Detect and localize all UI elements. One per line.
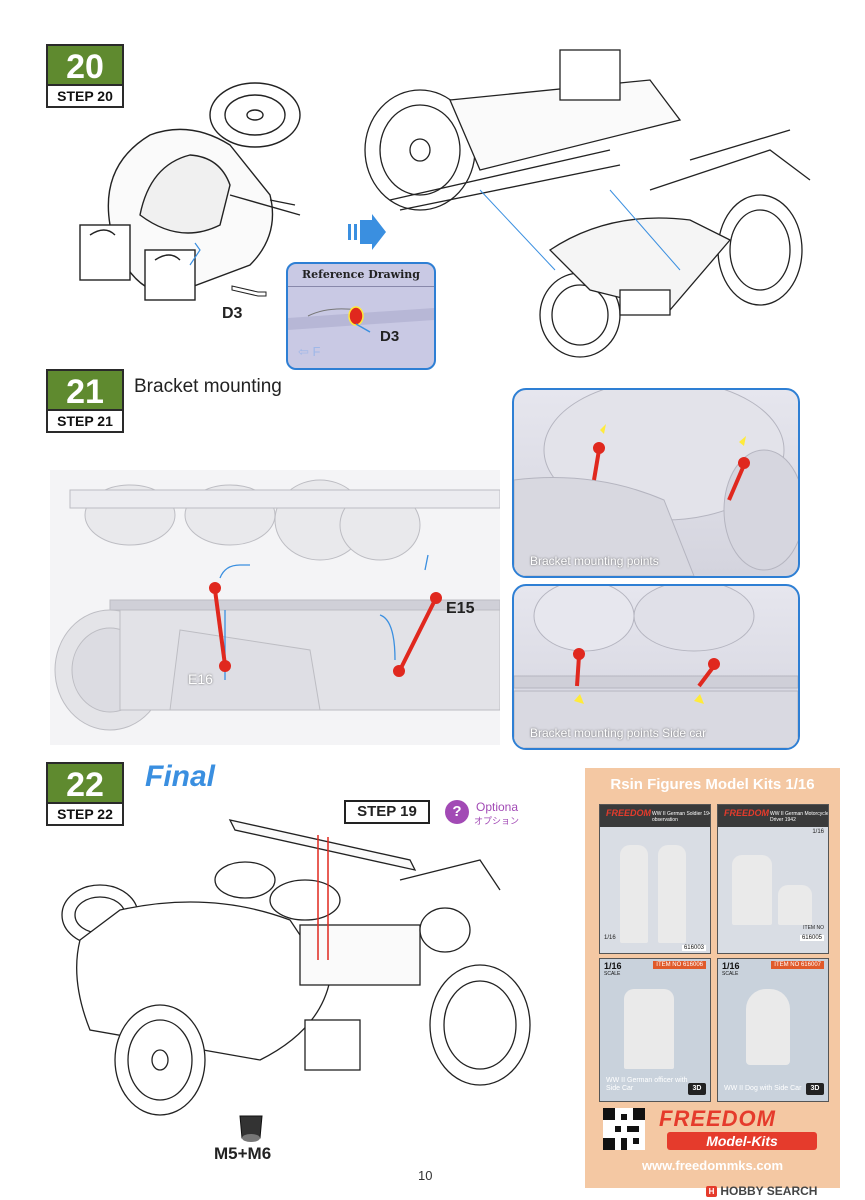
qr-code-icon (603, 1108, 645, 1150)
page-number: 10 (418, 1168, 433, 1183)
watermark: H HOBBY SEARCH (706, 1184, 817, 1198)
card-2-scale: 1/16 (812, 829, 824, 835)
card-2-item: ITEM NO (803, 925, 824, 931)
card-2-code: 616005 (799, 935, 824, 941)
bracket-photo-top: Bracket mounting points (512, 388, 800, 578)
step-21-label: STEP 21 (46, 411, 124, 433)
flow-arrow-icon (348, 214, 386, 250)
card-2-title: WW II German Motorcycle Driver 1942 (770, 811, 829, 823)
step-21-number: 21 (46, 369, 124, 411)
step-20-badge: 20 STEP 20 (46, 44, 124, 108)
bracket-photo-bottom: Bracket mounting points Side car (512, 584, 800, 750)
step-20-label: STEP 20 (46, 86, 124, 108)
card-1-code: 616003 (681, 945, 706, 951)
m5-m6-part-icon (239, 1115, 263, 1142)
step-22-number: 22 (46, 762, 124, 804)
watermark-text: HOBBY SEARCH (720, 1184, 818, 1198)
part-d3-pin (231, 285, 267, 297)
step-21-render (50, 470, 500, 745)
step-21-title: Bracket mounting (134, 376, 282, 397)
step-20-part-d3: D3 (222, 305, 243, 322)
card-1-logo: FREEDOM (606, 808, 651, 818)
watermark-logo-icon: H (706, 1186, 717, 1198)
step-22-badge: 22 STEP 22 (46, 762, 124, 826)
step-22-title: Final (145, 760, 216, 793)
bracket-photo-top-caption: Bracket mounting points (530, 554, 659, 568)
step-20-sidecar-drawing (79, 82, 301, 301)
reference-arrow: ⇦ F (298, 344, 321, 359)
card-1-scale: 1/16 (604, 935, 616, 941)
reference-drawing-box: Reference Drawing D3 ⇦ F (286, 262, 436, 370)
step-20-number: 20 (46, 44, 124, 86)
step-22-final-drawing (61, 819, 531, 1116)
advert-url: www.freedommks.com (641, 1158, 784, 1173)
card-3-3d-badge: 3D (688, 1083, 706, 1095)
step-19-reference-tag: STEP 19 (344, 800, 430, 824)
card-3-code: ITEM NO 616006 (653, 961, 706, 969)
option-question-icon: ? (445, 800, 469, 824)
advert-brand-top: FREEDOM (659, 1106, 776, 1131)
figures-advert: Rsin Figures Model Kits 1/16 FREEDOM WW … (585, 768, 840, 1188)
card-1-title: WW II German Soldier 1942 observation (652, 811, 711, 823)
step-21-part-e16: E16 (188, 671, 213, 687)
step-21-part-e15: E15 (446, 600, 475, 617)
reference-drawing-title: Reference Drawing (302, 268, 420, 281)
advert-card-616003: FREEDOM WW II German Soldier 1942 observ… (599, 804, 711, 954)
step-20-motorcycle-drawing (364, 49, 811, 358)
advert-card-616005: FREEDOM WW II German Motorcycle Driver 1… (717, 804, 829, 954)
card-4-3d-badge: 3D (806, 1083, 824, 1095)
card-3-caption: WW II German officer with Side Car (606, 1077, 688, 1092)
card-2-logo: FREEDOM (724, 808, 769, 818)
advert-title: Rsin Figures Model Kits 1/16 (610, 776, 815, 793)
card-4-caption: WW II Dog with Side Car (724, 1085, 802, 1092)
option-text: Optiona (476, 800, 519, 814)
card-4-code: ITEM NO 616007 (771, 961, 824, 969)
option-text-jp: オプション (474, 816, 520, 826)
bracket-photo-bottom-caption: Bracket mounting points Side car (530, 726, 707, 740)
step-22-label: STEP 22 (46, 804, 124, 826)
advert-brand-bottom: Model-Kits (667, 1132, 817, 1150)
step-22-part-m5m6: M5+M6 (214, 1144, 272, 1163)
reference-part-d3: D3 (380, 328, 400, 345)
step-21-badge: 21 STEP 21 (46, 369, 124, 433)
